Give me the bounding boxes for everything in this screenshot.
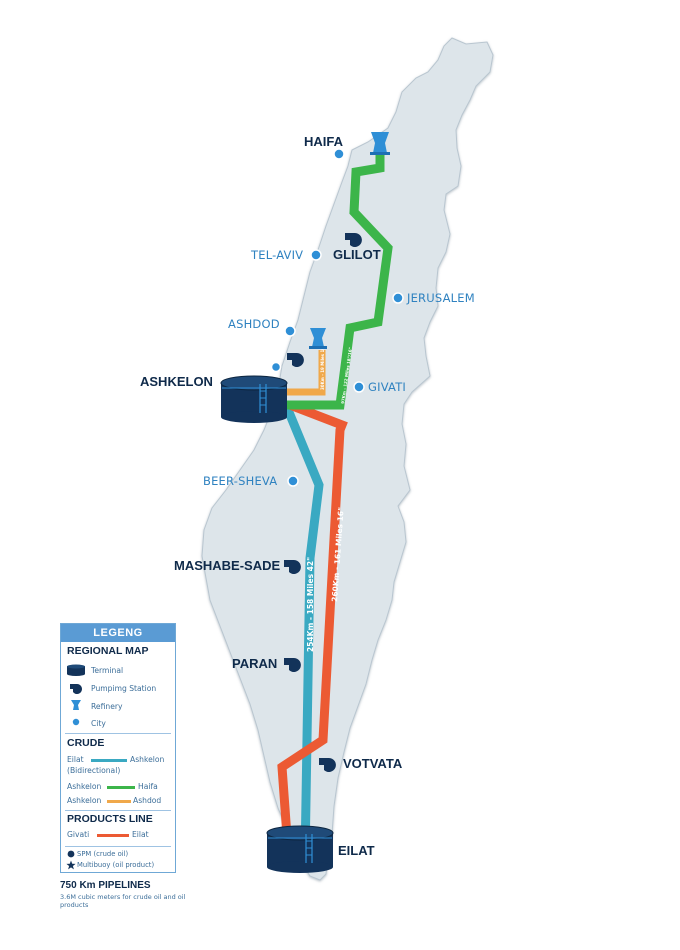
pumping-station-icon [319,758,336,772]
legend-multibuoy-label: Multibuoy (oil product) [77,861,155,869]
city-dot-icon [333,148,345,160]
pumping-station-icon [284,560,301,574]
label-haifa: HAIFA [304,134,344,149]
legend-eilat-to: Eilat [132,830,149,839]
label-beer-sheva: BEER-SHEVA [203,474,277,488]
refinery-icon [370,132,390,155]
legend-crude-heading: CRUDE [67,737,105,749]
refinery-icon [71,700,81,710]
pumping-station-icon [345,233,362,247]
pumping-station-icon [284,658,301,672]
label-tel-aviv: TEL-AVIV [250,248,303,262]
legend-ashdod-swatch [107,800,131,803]
legend-haifa-to: Haifa [138,782,158,791]
label-ashdod: ASHDOD [228,317,280,331]
label-eilat: EILAT [338,843,375,858]
legend-haifa-swatch [107,786,135,789]
legend-city-label: City [91,719,106,728]
legend-pumping-station-label: Pumpimg Station [91,684,157,693]
products-pipeline-givati-eilat [277,400,348,851]
city-dot-icon [310,249,322,261]
legend-products-heading: PRODUCTS LINE [67,813,153,825]
label-glilot: GLILOT [333,247,381,262]
terminal-ashkelon-icon [220,375,288,423]
legend-separator [65,810,171,811]
haifa-pipeline [285,148,393,410]
legend-title: LEGENG [61,624,175,642]
legend-ashkelon-to: Ashkelon [130,755,165,764]
pumping-station-icon [287,353,304,367]
label-givati: GIVATI [368,380,406,394]
footer-heading: 750 Km PIPELINES [60,880,151,891]
city-dot-icon [392,292,404,304]
label-paran: PARAN [232,656,277,671]
city-dot-icon [353,381,365,393]
label-ashkelon: ASHKELON [140,374,213,389]
ashdod-pipeline-label: 30Km - 19 Miles 16" [320,345,325,390]
legend-eilat-from: Eilat [67,755,84,764]
city-dot-icon [270,361,282,373]
pumping-station-icon [70,684,82,694]
legend-ashdod-to: Ashdod [133,796,162,805]
spm-icon [67,850,75,858]
crude-pipeline-eilat-ashkelon [281,403,324,861]
legend-terminal-label: Terminal [91,666,124,675]
legend-separator [65,733,171,734]
legend-products-swatch [97,834,129,837]
crude-pipeline-label: 254Km - 158 Miles 42" [306,557,315,652]
legend-bidirectional: (Bidirectional) [67,766,121,775]
star-icon [66,860,76,870]
label-votvata: VOTVATA [343,756,403,771]
legend-spm-label: SPM (crude oil) [77,850,129,858]
refinery-icon [309,328,327,349]
legend-panel: LEGENG REGIONAL MAP Terminal Pumpimg Sta… [60,623,176,873]
israel-land [201,37,494,881]
terminal-icon [67,664,85,676]
label-mashabe-sade: MASHABE-SADE [174,558,281,573]
city-dot-icon [284,325,296,337]
legend-separator [65,846,171,847]
legend-regional-map-heading: REGIONAL MAP [67,645,149,657]
city-dot-icon [72,718,80,726]
footer-text: 3.6M cubic meters for crude oil and oil … [60,893,186,909]
legend-ashkelon-from-1: Ashkelon [67,782,102,791]
legend-refinery-label: Refinery [91,702,123,711]
terminal-eilat-icon [266,825,334,873]
city-dot-icon [287,475,299,487]
legend-ashkelon-from-2: Ashkelon [67,796,102,805]
ashdod-pipeline [284,350,326,396]
legend-crude-swatch [91,759,127,762]
label-jerusalem: JERUSALEM [406,291,475,305]
legend-givati-from: Givati [67,830,90,839]
